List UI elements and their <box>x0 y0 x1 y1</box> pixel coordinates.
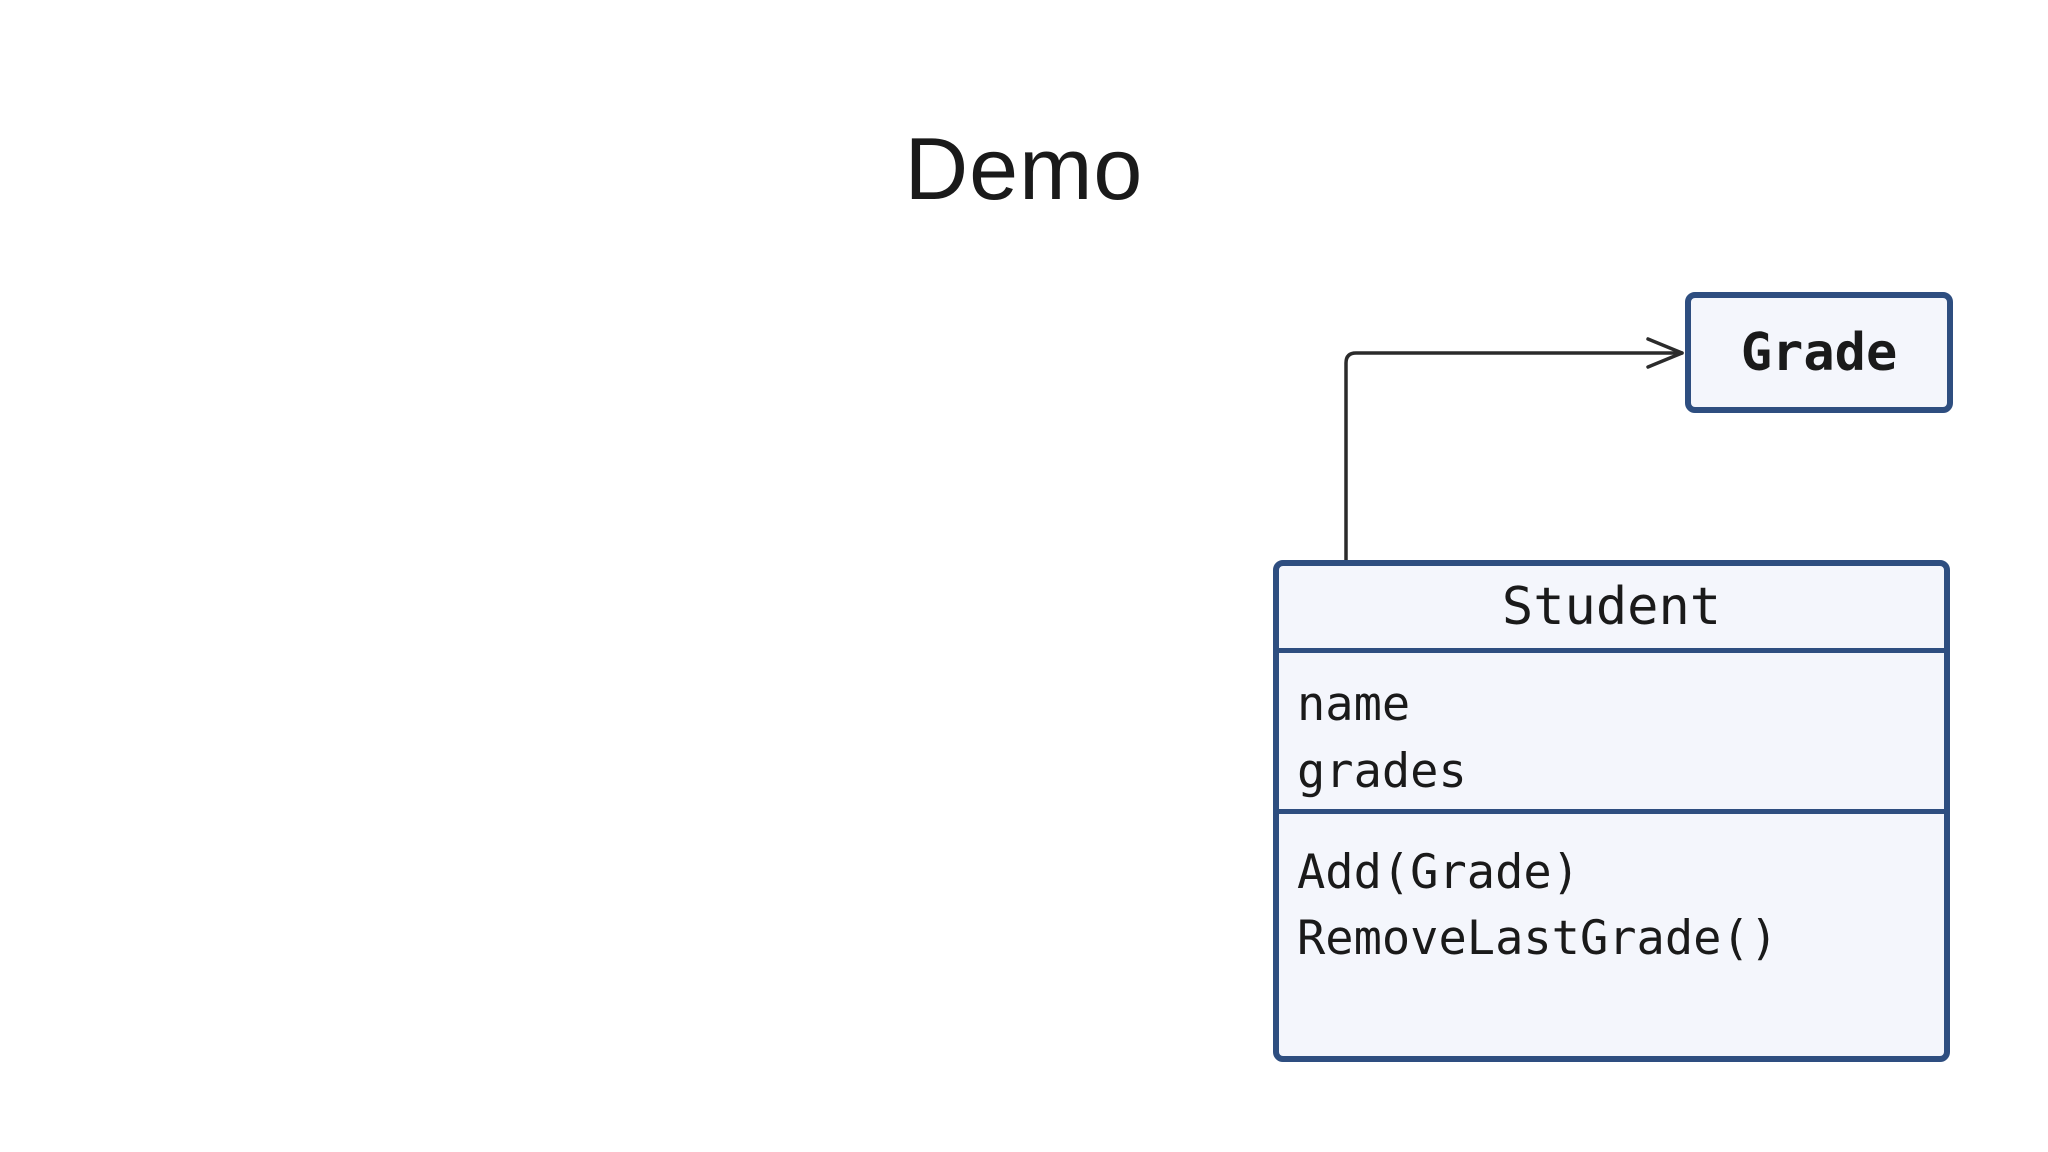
class-name-grade: Grade <box>1740 322 1898 383</box>
method-item: RemoveLastGrade() <box>1297 911 1779 966</box>
slide-title: Demo <box>904 119 1144 218</box>
class-name-student: Student <box>1279 566 1944 653</box>
connector-elbow-line <box>1344 351 1684 562</box>
method-item: Add(Grade) <box>1297 845 1580 900</box>
arrowhead-icon <box>1646 337 1684 369</box>
class-methods-student: Add(Grade) RemoveLastGrade() <box>1279 814 1944 1056</box>
attribute-item: grades <box>1297 744 1467 799</box>
class-attributes-student: name grades <box>1279 653 1944 814</box>
class-node-student: Student name grades Add(Grade) RemoveLas… <box>1273 560 1950 1062</box>
attribute-item: name <box>1297 677 1411 732</box>
class-node-grade: Grade <box>1685 292 1953 413</box>
